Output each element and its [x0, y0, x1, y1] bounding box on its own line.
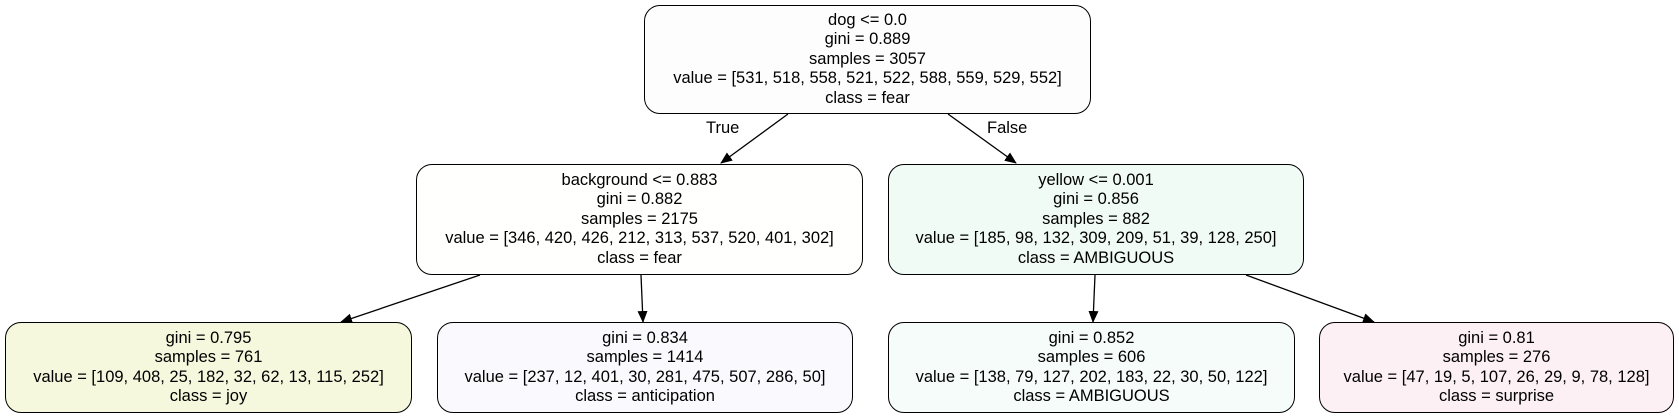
node-text-line: value = [47, 19, 5, 107, 26, 29, 9, 78, … [1343, 367, 1650, 386]
node-text-line: gini = 0.852 [1048, 328, 1135, 347]
node-text-line: class = fear [825, 88, 910, 107]
edge-left-to-leaf1 [340, 274, 481, 324]
node-text-line: value = [531, 518, 558, 521, 522, 588, 5… [673, 69, 1062, 88]
node-text-line: value = [138, 79, 127, 202, 183, 22, 30,… [915, 367, 1268, 386]
node-text-line: dog <= 0.0 [828, 10, 907, 29]
node-text-line: gini = 0.882 [596, 190, 683, 209]
node-text-line: samples = 761 [154, 348, 263, 366]
node-text-line: class = AMBIGUOUS [1013, 387, 1170, 405]
node-text-line: value = [185, 98, 132, 309, 209, 51, 39,… [915, 229, 1277, 248]
node-text-line: gini = 0.795 [165, 328, 252, 347]
node-text-line: class = fear [597, 248, 682, 267]
node-text-line: samples = 2175 [581, 209, 698, 228]
node-text-line: class = surprise [1438, 387, 1555, 405]
edge-left-to-leaf2 [637, 274, 648, 323]
edge-root-to-right [947, 113, 1017, 164]
node-text-line: samples = 3057 [809, 49, 926, 68]
edge-false-label: False [987, 119, 1028, 137]
node-text-line: gini = 0.889 [824, 30, 911, 49]
node-text-line: gini = 0.856 [1053, 190, 1139, 209]
node-text-line: samples = 882 [1042, 209, 1150, 228]
node-text-line: value = [346, 420, 426, 212, 313, 537, 5… [445, 229, 834, 248]
node-text-line: samples = 276 [1442, 348, 1551, 366]
node-text-line: gini = 0.81 [1458, 328, 1535, 347]
node-text-line: background <= 0.883 [561, 170, 718, 189]
edge-right-to-leaf4 [1245, 274, 1375, 323]
edge-right-to-leaf3 [1088, 274, 1099, 323]
node-text-line: value = [237, 12, 401, 30, 281, 475, 507… [464, 367, 826, 386]
node-text-line: gini = 0.834 [602, 328, 688, 347]
edge-true-label: True [706, 119, 740, 137]
node-text-line: class = AMBIGUOUS [1017, 248, 1175, 267]
node-text-line: class = joy [169, 387, 248, 405]
node-text-line: samples = 606 [1037, 348, 1146, 366]
node-text-line: value = [109, 408, 25, 182, 32, 62, 13, … [33, 367, 384, 386]
node-text-line: yellow <= 0.001 [1038, 170, 1154, 189]
node-text-line: samples = 1414 [586, 348, 704, 366]
edge-root-to-left [720, 113, 789, 164]
node-text-line: class = anticipation [575, 387, 715, 405]
